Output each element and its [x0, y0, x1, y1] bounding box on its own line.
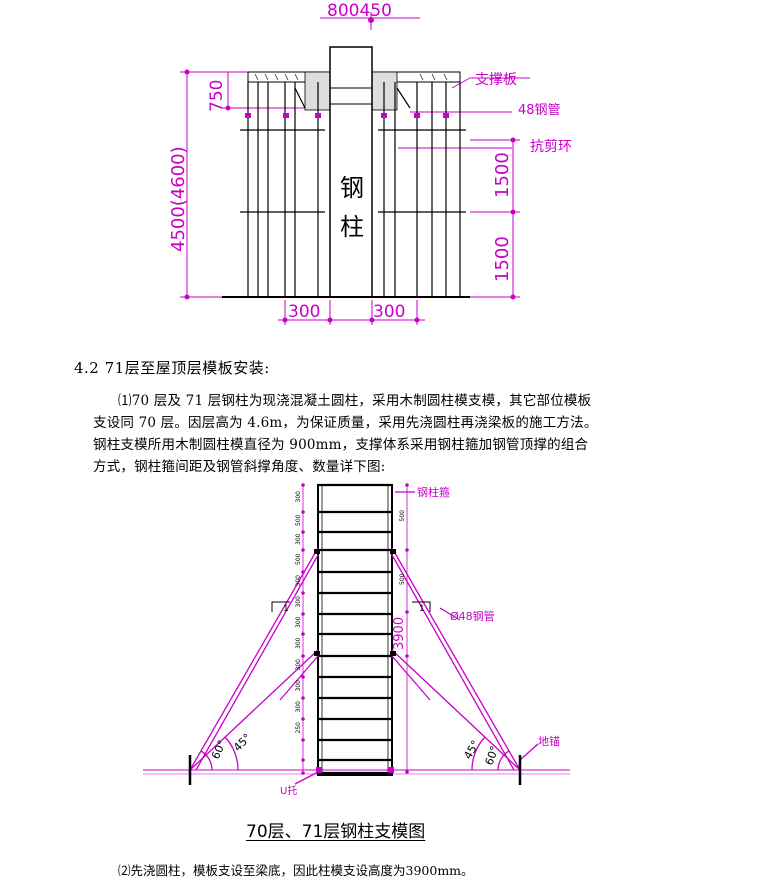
- dim-tick: [405, 483, 409, 487]
- dim-tick: [301, 612, 305, 616]
- dim-tick: [405, 654, 409, 658]
- dim-tick: [405, 770, 409, 774]
- spacing-label: 300: [295, 596, 302, 608]
- dim-300-right: 300: [373, 302, 405, 322]
- angle-60-right: 60°: [483, 744, 502, 767]
- dim-tick: [301, 696, 305, 700]
- note-line: ⑵先浇圆柱，模板支设至梁底，因此柱模支设高度为3900mm。: [118, 863, 474, 878]
- spacing-label: 300: [295, 491, 302, 503]
- label-pipe: Ø48钢管: [450, 609, 495, 623]
- dim-tick: [301, 758, 305, 762]
- dim-tick: [301, 771, 305, 775]
- dim-total-height: 4500(4600): [168, 146, 189, 252]
- steel-column-formwork-bracing-drawing: 钢柱箍 Ø48钢管 地锚 U托 3900 60° 45° 45° 60° 1 1…: [143, 483, 570, 797]
- marker-1-right: 1: [419, 604, 425, 614]
- dim-tick: [301, 717, 305, 721]
- spacing-label: 250: [295, 722, 302, 734]
- dim-3900: 3900: [392, 617, 407, 650]
- spacing-label: 300: [295, 575, 302, 587]
- section-heading: 4.2 71层至屋顶层模板安装:: [74, 359, 270, 377]
- paragraph-line-2: 支设同 70 层。因层高为 4.6m，为保证质量，采用先浇圆柱再浇梁板的施工方法…: [93, 415, 598, 431]
- dim-tick: [301, 591, 305, 595]
- dim-tick: [301, 738, 305, 742]
- dim-750: 750: [207, 80, 227, 112]
- paragraph-line-4: 方式，钢柱箍间距及钢管斜撑角度、数量详下图:: [93, 459, 386, 475]
- spacing-label-right: 500: [399, 573, 406, 585]
- spacing-label: 300: [295, 533, 302, 545]
- column-char-2: 柱: [340, 213, 364, 241]
- marker-1-left: 1: [283, 604, 289, 614]
- dim-tick: [301, 530, 305, 534]
- paragraph-line-3: 钢柱支模所用木制圆柱模直径为 900mm，支撑体系采用钢柱箍加钢管顶撑的组合: [93, 437, 589, 453]
- dim-1500-lower: 1500: [492, 236, 513, 282]
- figure-caption: 70层、71层钢柱支模图: [246, 822, 426, 842]
- dim-tick: [405, 548, 409, 552]
- paragraph-line-1: ⑴70 层及 71 层钢柱为现浇混凝土圆柱，采用木制圆柱模支模，其它部位模板: [118, 393, 592, 409]
- dim-tick: [301, 510, 305, 514]
- dim-300-left: 300: [288, 302, 320, 322]
- column-formwork-elevation-drawing: 800450 750 4500(4600) 1500 1500 300 300 …: [168, 1, 572, 325]
- spacing-label: 300: [295, 637, 302, 649]
- dim-1500-upper: 1500: [492, 152, 513, 198]
- spacing-label-right: 500: [399, 510, 406, 522]
- spacing-label: 300: [295, 616, 302, 628]
- label-u-support: U托: [280, 784, 297, 797]
- spacing-label: 300: [295, 680, 302, 692]
- dim-tick: [405, 610, 409, 614]
- dim-tick: [301, 632, 305, 636]
- dim-tick: [301, 654, 305, 658]
- label-shear-ring: 抗剪环: [530, 139, 572, 155]
- angle-45-right: 45°: [461, 738, 482, 761]
- dim-top: 800450: [327, 1, 392, 21]
- dim-tick: [301, 483, 305, 487]
- label-hoop: 钢柱箍: [417, 485, 450, 499]
- label-steel-pipe: 48钢管: [518, 103, 561, 118]
- label-anchor: 地锚: [538, 734, 560, 748]
- dim-tick: [301, 548, 305, 552]
- spacing-label: 500: [295, 553, 302, 565]
- spacing-label: 300: [295, 701, 302, 713]
- column-char-1: 钢: [340, 174, 364, 202]
- dim-tick: [301, 675, 305, 679]
- spacing-label: 300: [295, 659, 302, 671]
- label-support-board: 支撑板: [475, 72, 517, 88]
- spacing-label: 500: [295, 514, 302, 526]
